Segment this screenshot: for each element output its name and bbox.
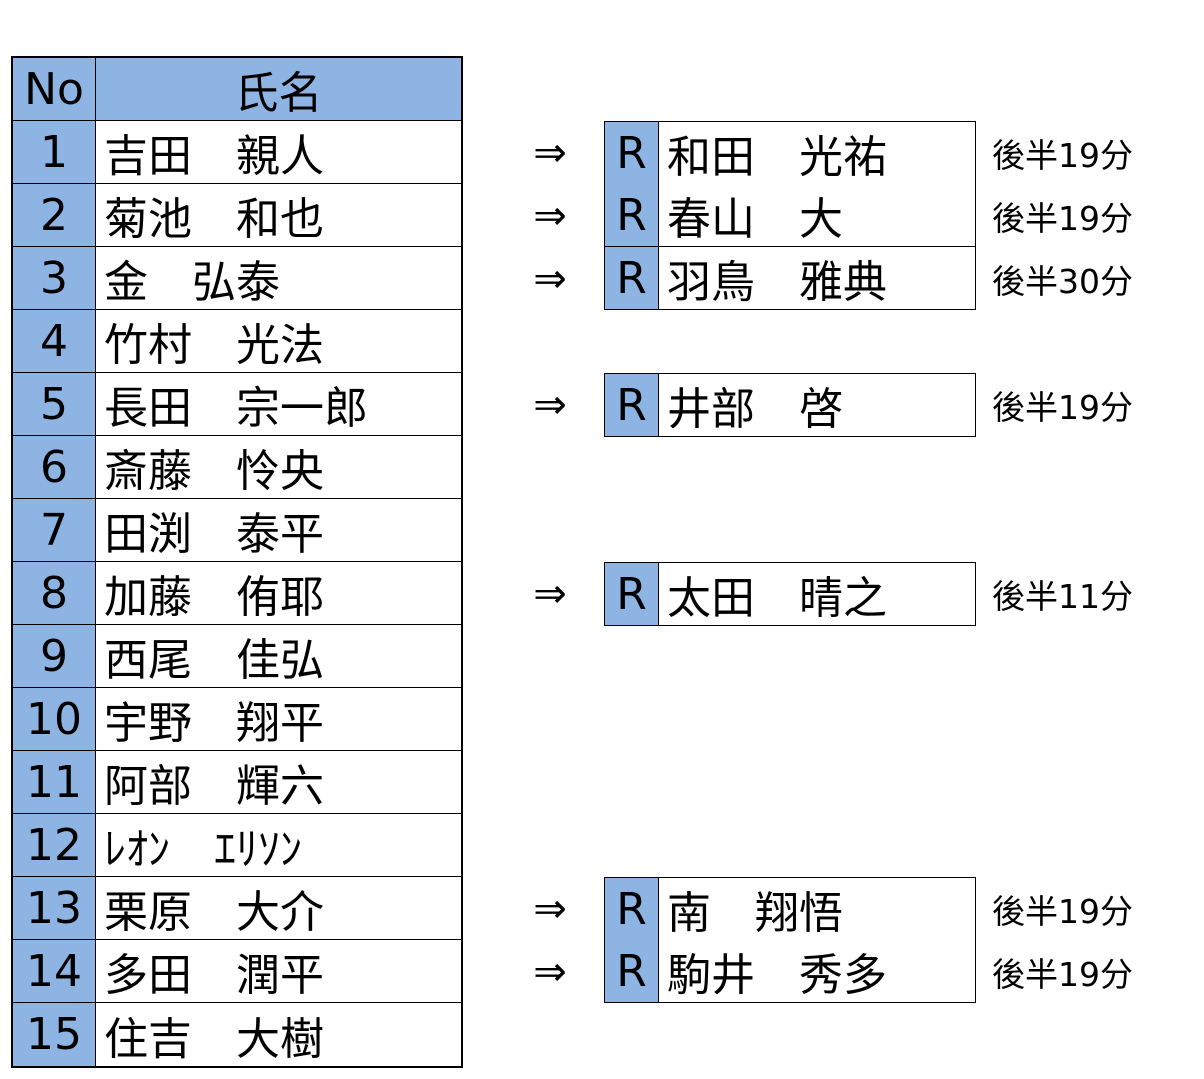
substitute-name: 春山 大	[667, 194, 843, 245]
player-number: 8	[13, 562, 96, 624]
player-number: 14	[13, 940, 96, 1002]
player-number: 1	[13, 121, 96, 183]
reserve-tag: R	[605, 878, 659, 940]
player-name: 田渕 泰平	[96, 499, 461, 561]
substitution-time: 後半11分	[992, 576, 1133, 616]
player-number: 2	[13, 184, 96, 246]
player-number: 13	[13, 877, 96, 939]
player-number: 4	[13, 310, 96, 372]
player-number: 3	[13, 247, 96, 309]
substitute-name: 駒井 秀多	[667, 950, 887, 1001]
player-name: 多田 潤平	[96, 940, 461, 1002]
player-name: 竹村 光法	[96, 310, 461, 372]
arrow-right-icon: ⇒	[533, 129, 567, 176]
player-number: 15	[13, 1003, 96, 1066]
player-name: 栗原 大介	[96, 877, 461, 939]
arrow-right-icon: ⇒	[533, 948, 567, 995]
arrow-right-icon: ⇒	[533, 255, 567, 302]
player-name: 宇野 翔平	[96, 688, 461, 750]
substitute-name: 井部 啓	[667, 384, 843, 435]
reserve-tag: R	[605, 122, 659, 184]
substitute-name: 和田 光祐	[667, 132, 887, 183]
player-number: 9	[13, 625, 96, 687]
player-name: 加藤 侑耶	[96, 562, 461, 624]
arrow-right-icon: ⇒	[533, 885, 567, 932]
player-name: 斎藤 怜央	[96, 436, 461, 498]
player-name: 吉田 親人	[96, 121, 461, 183]
player-name: 阿部 輝六	[96, 751, 461, 813]
substitute-name: 南 翔悟	[667, 888, 843, 939]
player-name: 金 弘泰	[96, 247, 461, 309]
player-name: 長田 宗一郎	[96, 373, 461, 435]
player-number: 12	[13, 814, 96, 876]
substitute-name: 羽鳥 雅典	[667, 257, 887, 308]
substitution-time: 後半30分	[992, 261, 1133, 301]
player-name: ﾚｵﾝ ｴﾘｿﾝ	[96, 814, 461, 876]
player-number: 5	[13, 373, 96, 435]
substitution-time: 後半19分	[992, 387, 1133, 427]
header-no: No	[13, 58, 96, 120]
player-number: 11	[13, 751, 96, 813]
reserve-tag: R	[605, 184, 659, 246]
substitution-time: 後半19分	[992, 891, 1133, 931]
arrow-right-icon: ⇒	[533, 570, 567, 617]
reserve-tag: R	[605, 940, 659, 1002]
player-name: 住吉 大樹	[96, 1003, 461, 1066]
roster-header-row: No 氏名	[13, 58, 461, 121]
substitution-time: 後半19分	[992, 198, 1133, 238]
arrow-right-icon: ⇒	[533, 381, 567, 428]
player-name: 西尾 佳弘	[96, 625, 461, 687]
substitution-time: 後半19分	[992, 135, 1133, 175]
player-number: 7	[13, 499, 96, 561]
substitution-time: 後半19分	[992, 954, 1133, 994]
reserve-tag: R	[605, 374, 659, 436]
substitute-name: 太田 晴之	[667, 573, 887, 624]
reserve-tag: R	[605, 247, 659, 309]
arrow-right-icon: ⇒	[533, 192, 567, 239]
player-number: 10	[13, 688, 96, 750]
header-name: 氏名	[96, 58, 461, 120]
player-name: 菊池 和也	[96, 184, 461, 246]
player-number: 6	[13, 436, 96, 498]
reserve-tag: R	[605, 563, 659, 625]
